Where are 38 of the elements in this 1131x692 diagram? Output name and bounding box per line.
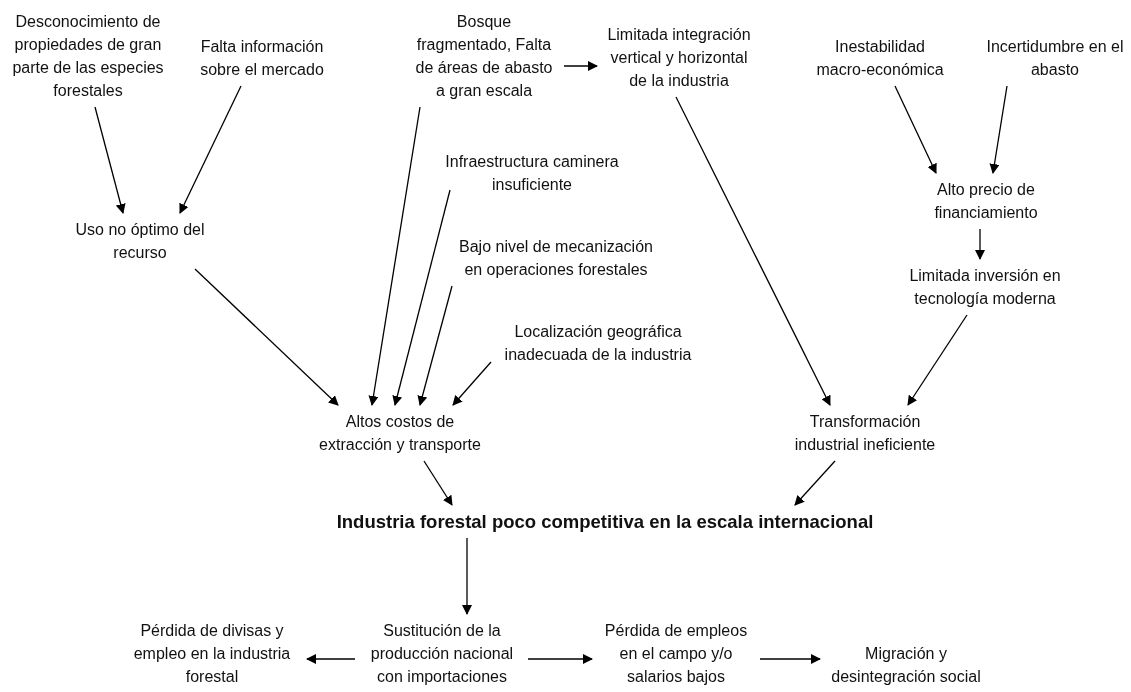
arrow (462, 537, 472, 615)
cause-effect-text: Falta información sobre el mercado (187, 35, 337, 81)
arrow (563, 61, 598, 71)
cause-effect-text: Alto precio de financiamiento (906, 178, 1066, 224)
arrow (368, 106, 421, 406)
cause-effect-text: Uso no óptimo del recurso (60, 218, 220, 264)
cause-effect-text: Incertidumbre en el abasto (975, 35, 1131, 81)
arrow (675, 96, 831, 406)
central-problem-text: Industria forestal poco competitiva en la escala internacional (285, 510, 925, 533)
cause-effect-text: Transformación industrial ineficiente (777, 410, 953, 456)
cause-effect-text: Infraestructura caminera insuficiente (424, 150, 640, 196)
cause-effect-text: Pérdida de divisas y empleo en la industria forestal (122, 619, 302, 688)
arrow (306, 654, 356, 664)
arrow (179, 85, 242, 214)
cause-effect-text: Desconocimiento de propiedades de gran parte de las especies forestales (0, 10, 176, 102)
cause-effect-text: Localización geográfica inadecuada de la industria (485, 320, 711, 366)
arrow (907, 314, 968, 406)
cause-effect-text: Bajo nivel de mecanización en operaciones forestales (451, 235, 661, 281)
arrow (94, 106, 126, 214)
cause-effect-text: Pérdida de empleos en el campo y/o salarios bajos (596, 619, 756, 688)
cause-effect-text: Bosque fragmentado, Falta de áreas de abasto a gran escala (409, 10, 559, 102)
arrow (759, 654, 821, 664)
cause-effect-text: Altos costos de extracción y transporte (312, 410, 488, 456)
arrow (975, 228, 985, 260)
arrow (989, 85, 1008, 174)
arrow (194, 268, 339, 406)
cause-effect-text: Migración y desintegración social (813, 642, 999, 688)
arrow (392, 189, 451, 406)
cause-effect-text: Inestabilidad macro-económica (815, 35, 945, 81)
arrow (794, 460, 836, 506)
cause-effect-text: Limitada inversión en tecnología moderna (892, 264, 1078, 310)
arrow (417, 285, 453, 406)
arrow (894, 85, 937, 174)
arrow (452, 361, 492, 406)
cause-effect-text: Sustitución de la producción nacional con importaciones (357, 619, 527, 688)
arrow (527, 654, 593, 664)
arrow (423, 460, 453, 506)
cause-effect-text: Limitada integración vertical y horizontal de la industria (601, 23, 757, 92)
